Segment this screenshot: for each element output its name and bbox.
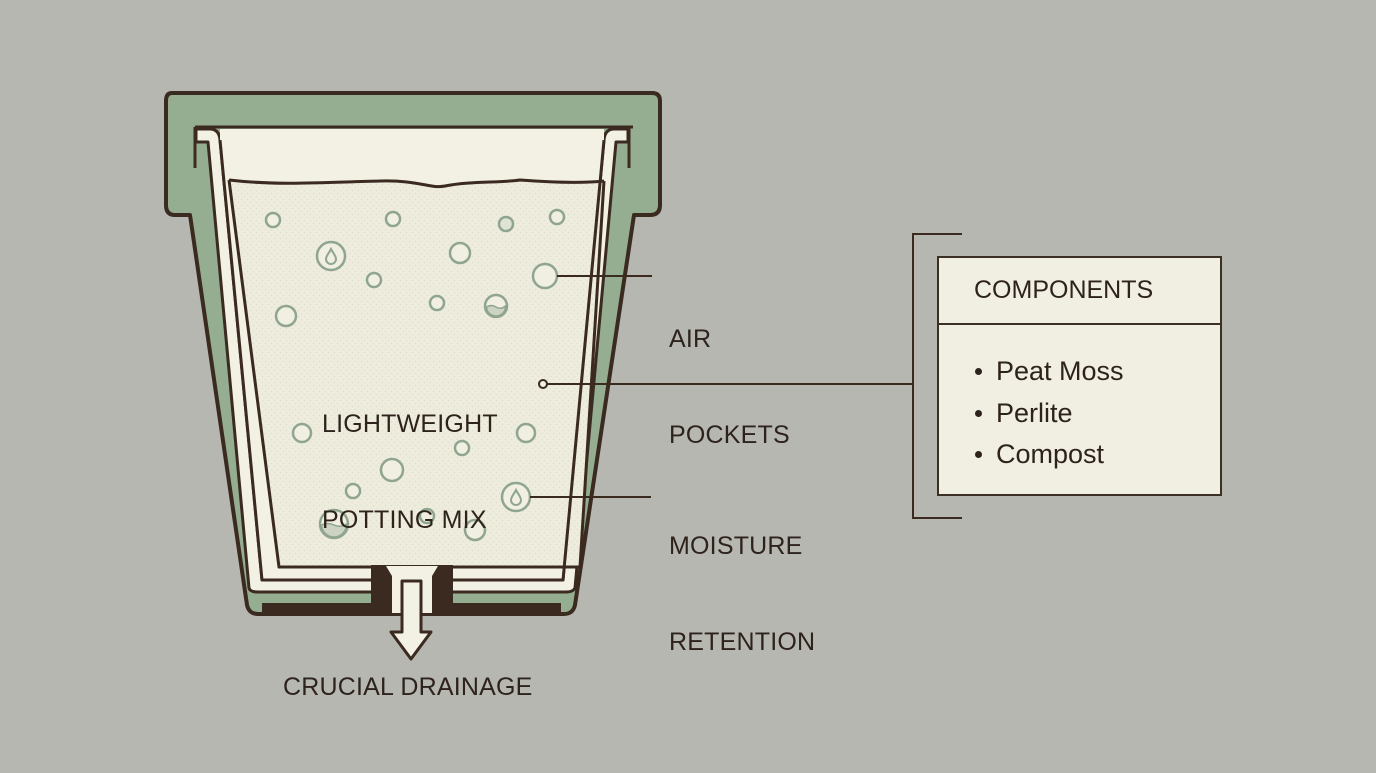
air-bubble-icon [384,210,402,228]
bullet-icon [975,451,982,459]
air-bubble-icon [531,262,559,290]
half-filled-bubble-icon [483,293,509,319]
air-bubble-icon [264,211,282,229]
air-bubble-icon [274,304,298,328]
water-drop-bubble-icon [315,240,347,272]
air-bubble-icon [497,215,515,233]
drainage-arrow-icon [389,579,433,661]
air-pockets-label: AIR POCKETS [669,325,790,449]
air-bubble-icon [448,241,472,265]
list-item: Peat Moss [975,351,1220,393]
air-bubble-icon [548,208,566,226]
air-bubble-icon [344,482,362,500]
air-bubble-icon [291,422,313,444]
components-panel: COMPONENTS Peat Moss Perlite Compost [937,256,1222,496]
bullet-icon [975,368,982,376]
air-bubble-icon [463,518,487,542]
air-bubbles [264,208,566,542]
drainage-label: CRUCIAL DRAINAGE [283,673,533,701]
components-list: Peat Moss Perlite Compost [939,325,1220,476]
air-bubble-icon [365,271,383,289]
moisture-retention-label: MOISTURE RETENTION [669,532,816,656]
list-item: Compost [975,434,1220,476]
air-bubble-icon [453,439,471,457]
air-bubble-icon [428,294,446,312]
potting-mix-label: LIGHTWEIGHT POTTING MIX [322,410,498,534]
callout-lines [530,233,962,519]
components-title: COMPONENTS [939,258,1220,325]
water-drop-bubble-icon [500,481,532,513]
bullet-icon [975,409,982,417]
half-filled-bubble-icon [318,508,350,540]
air-bubble-icon [515,422,537,444]
air-bubble-icon [379,457,405,483]
list-item: Perlite [975,393,1220,435]
air-bubble-icon [418,507,436,525]
